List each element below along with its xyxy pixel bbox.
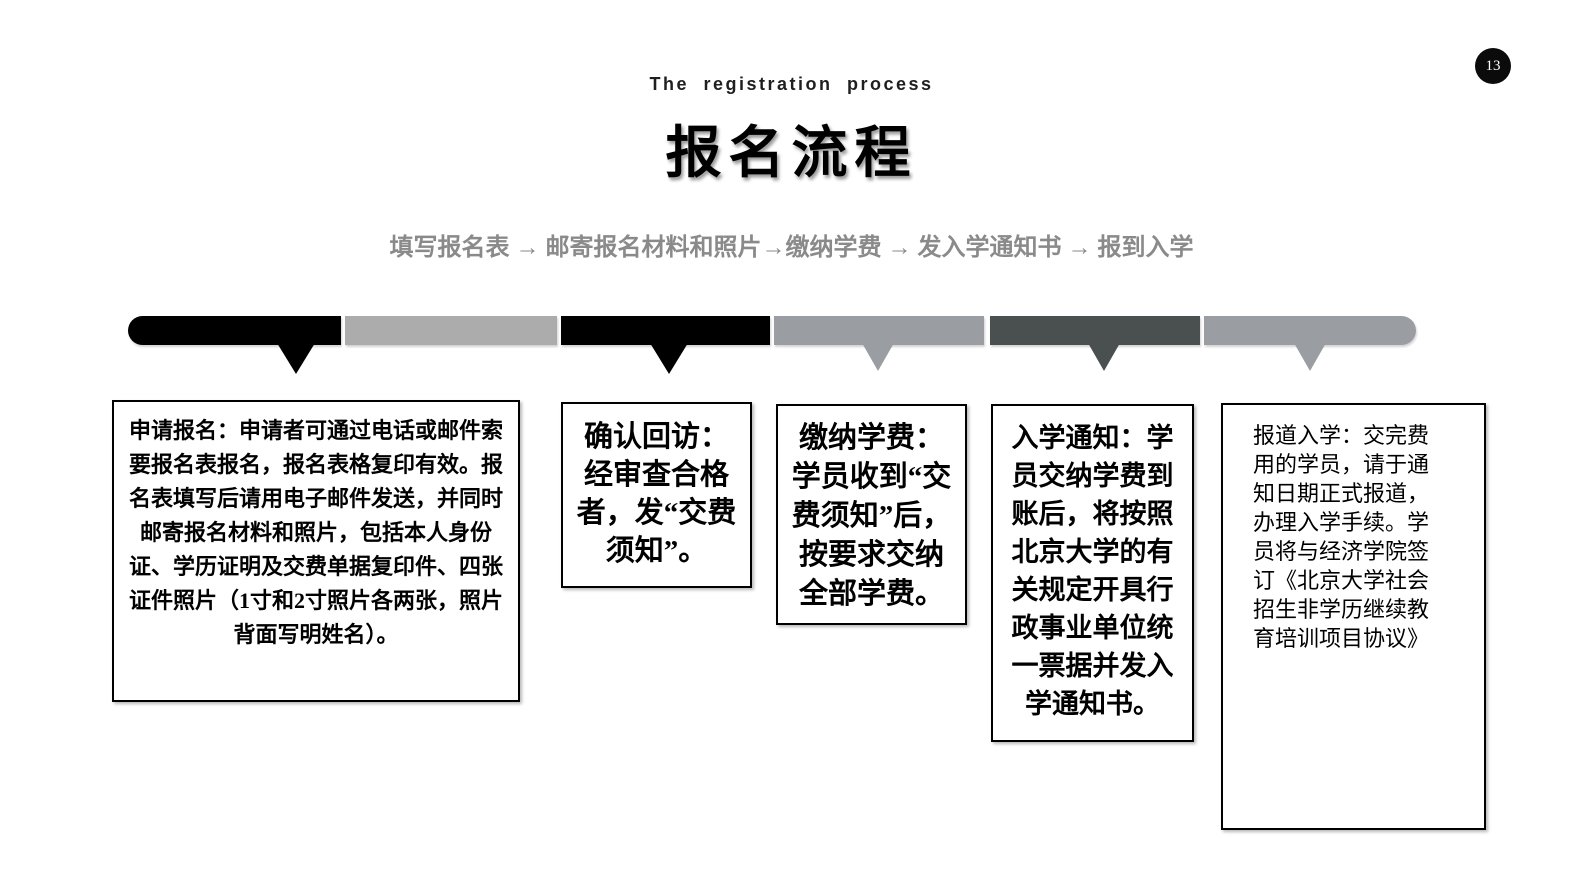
page-number-badge: 13 [1475,48,1511,84]
down-arrow-marker-5 [1294,343,1326,371]
step-box-pay-tuition: 缴纳学费：学员收到“交费须知”后，按要求交纳全部学费。 [776,404,967,625]
down-arrow-marker-4 [1088,343,1120,371]
timeline-segment-5 [990,316,1200,345]
timeline-segment-2 [345,316,557,345]
down-arrow-marker-3 [862,343,894,371]
step-box-admission-notice: 入学通知：学员交纳学费到账后，将按照北京大学的有关规定开具行政事业单位统一票据并… [991,404,1194,742]
step-text: 确认回访：经审查合格者，发“交费须知”。 [576,421,737,567]
step-text: 申请报名：申请者可通过电话或邮件索要报名表报名，报名表格复印有效。报名表填写后请… [128,418,503,647]
slide-title: 报名流程 [665,123,918,185]
step-box-confirm: 确认回访：经审查合格者，发“交费须知”。 [561,402,752,588]
step-box-apply: 申请报名：申请者可通过电话或邮件索要报名表报名，报名表格复印有效。报名表填写后请… [112,400,520,702]
step-text: 报道入学：交完费用的学员，请于通知日期正式报道，办理入学手续。学员将与经济学院签… [1253,423,1430,651]
process-flow-text: 填写报名表 → 邮寄报名材料和照片→缴纳学费 → 发入学通知书 → 报到入学 [389,235,1194,261]
timeline-segment-1 [128,316,341,345]
slide-subtitle: The registration process [649,74,934,94]
step-text: 入学通知：学员交纳学费到账后，将按照北京大学的有关规定开具行政事业单位统一票据并… [1011,423,1174,719]
page-number: 13 [1485,57,1501,74]
down-arrow-marker-2 [650,343,688,374]
timeline-segment-6 [1204,316,1416,345]
timeline-segment-4 [774,316,984,345]
step-box-enrollment: 报道入学：交完费用的学员，请于通知日期正式报道，办理入学手续。学员将与经济学院签… [1221,403,1486,830]
step-text: 缴纳学费：学员收到“交费须知”后，按要求交纳全部学费。 [791,422,952,610]
down-arrow-marker-1 [277,343,315,374]
timeline-segment-3 [561,316,770,345]
